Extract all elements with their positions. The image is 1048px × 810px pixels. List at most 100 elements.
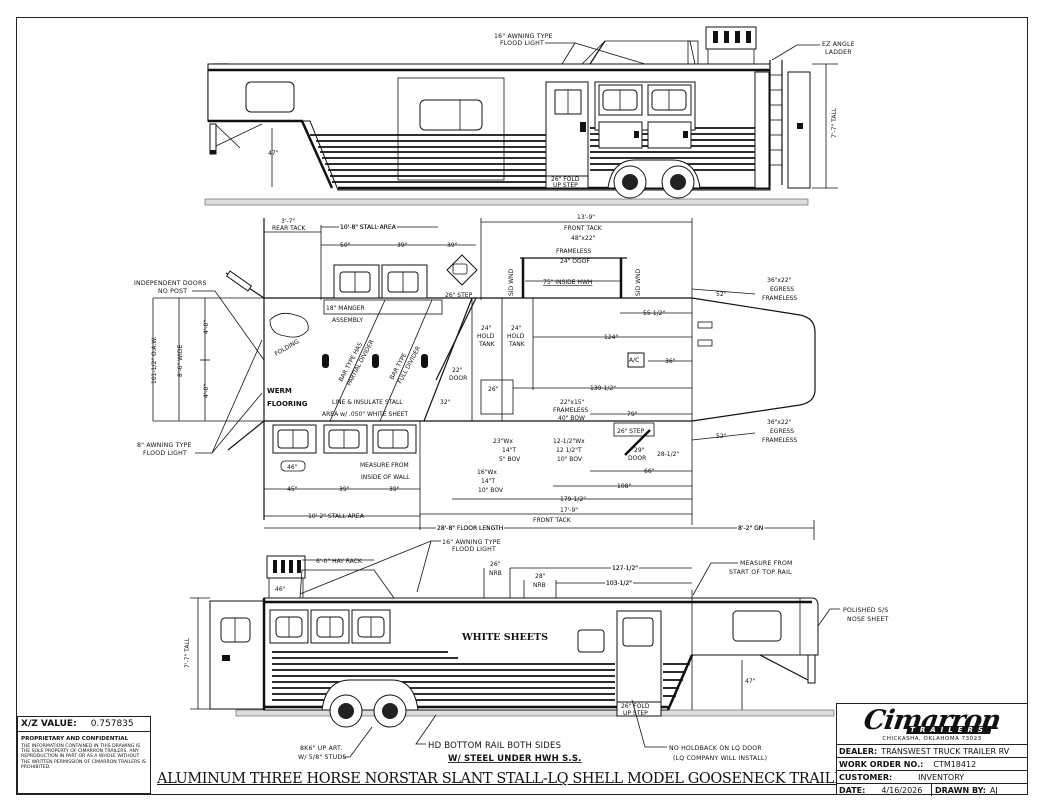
wide-label: 8'-0" WIDE: [177, 345, 184, 377]
dim-28-label: 28-1/2": [657, 451, 679, 458]
dim-139-label: 139-1/2": [590, 385, 616, 392]
date-label: DATE:: [839, 785, 866, 795]
bottom-rail-label: HD BOTTOM RAIL BOTH SIDES: [428, 741, 561, 751]
dealer-row: DEALER: TRANSWEST TRUCK TRAILER RV: [837, 745, 1027, 758]
dealer-label: DEALER:: [839, 746, 878, 756]
xz-value-block: X/Z VALUE: 0.757835 PROPRIETARY AND CONF…: [17, 716, 151, 794]
ogof-label: 24" OGOF: [560, 258, 590, 265]
dim-32-label: 32": [440, 399, 451, 406]
door-29-label: 29": [634, 447, 645, 454]
front-tack-dim: 13'-9": [577, 214, 595, 221]
side-window-label-left: SID WND: [508, 268, 515, 296]
dim-36-label: 36": [665, 358, 676, 365]
half-width-a: 4'-0": [203, 320, 210, 334]
nrb-label: NRB: [489, 570, 502, 577]
address: CHICKASHA, OKLAHOMA 73023: [837, 736, 1027, 745]
step-label: 26" FOLD: [551, 176, 580, 183]
polished-label: POLISHED S/S: [843, 607, 888, 614]
window-12w-label: 12-1/2"Wx: [553, 438, 585, 445]
awning-8-label-2: FLOOD LIGHT: [143, 450, 187, 457]
line-insulate-label-2: AREA w/ .050" WHITE SHEET: [322, 411, 408, 418]
frameless-label: FRAMELESS: [556, 248, 591, 255]
dim-26-label: 26": [488, 386, 499, 393]
nrb-28-label: 28": [535, 573, 546, 580]
logo-sub: TRAILERS: [906, 726, 992, 734]
hay-rack-label: 6'-0" HAY RACK: [316, 558, 363, 565]
awning-8-label: 8" AWNING TYPE: [137, 442, 192, 449]
stall-50-dim: 50": [340, 242, 351, 249]
work-order-label: WORK ORDER NO.:: [839, 759, 924, 769]
front-tack-label: FRONT TACK: [564, 225, 603, 232]
hold-tank-1-size: 24": [481, 325, 492, 332]
window-23w-label: 23"Wx: [493, 438, 513, 445]
hold-tank-2-label: HOLD: [507, 333, 525, 340]
dim-55-label: 55-1/2": [643, 310, 665, 317]
window-14t-label: 14"T: [502, 447, 516, 454]
hold-tank-2-size: 24": [511, 325, 522, 332]
egress-frameless-bottom: FRAMELESS: [762, 437, 797, 444]
customer-label: CUSTOMER:: [839, 772, 893, 782]
measure-from-label: MEASURE FROM: [360, 462, 409, 469]
ladder-label: EZ ANGLE: [822, 41, 855, 48]
xz-row: X/Z VALUE: 0.757835: [18, 717, 150, 732]
folding-label: FOLDING: [274, 338, 301, 358]
dim-103-bg: 103-1/2": [606, 580, 632, 587]
window-12t-label: 12 1/2"T: [556, 447, 582, 454]
dim-39c-label: 39": [339, 486, 350, 493]
egress-bottom: EGRESS: [770, 428, 794, 435]
proprietary-title: PROPRIETARY AND CONFIDENTIAL: [21, 736, 129, 742]
door-bottom-label: DOOR: [628, 455, 646, 462]
ground-strip-bottom: [235, 709, 835, 717]
axle-label: 8K6" UP ART.: [300, 745, 342, 752]
cimarron-logo: Cimarron TRAILERS: [837, 704, 1027, 736]
stall-area-top-label: 10'-8" STALL AREA: [340, 224, 397, 231]
top-tall-label: 7'-7" TALL: [831, 107, 838, 138]
bottom-rail-label-2: W/ STEEL UNDER HWH S.S.: [448, 754, 582, 764]
flooring-label: FLOORING: [267, 400, 308, 408]
independent-doors-label: INDEPENDENT DOORS: [134, 280, 207, 287]
date-cell: DATE: 4/16/2026: [837, 784, 932, 796]
dealer-value: TRANSWEST TRUCK TRAILER RV: [881, 746, 1010, 756]
awning-light-bottom-label: 16" AWNING TYPE: [442, 539, 501, 546]
work-order-row: WORK ORDER NO.: CTM18412: [837, 758, 1027, 771]
dim-52-top: 52": [716, 291, 727, 298]
dim-108-label: 108": [617, 483, 631, 490]
stall-area-bottom-label: 10'-2" STALL AREA: [308, 513, 365, 520]
hold-tank-1-label-2: TANK: [478, 341, 496, 348]
drawn-by-label: DRAWN BY:: [935, 785, 986, 795]
floor-length-bg: 28'-8" FLOOR LENGTH: [437, 525, 503, 532]
front-tack-dim-2: 17'-9": [560, 507, 578, 514]
dim-127-label: 127-1/2": [612, 565, 638, 572]
no-post-label: NO POST: [158, 288, 187, 295]
proprietary-text: The information contained in this drawin…: [21, 744, 146, 770]
window-10bov-label: 10" BOV: [478, 487, 504, 494]
bottom-side-view: WHITE SHEETS 47" 26: [184, 539, 888, 764]
half-width-b: 4'-0": [203, 384, 210, 398]
window-16w-label: 16"Wx: [477, 469, 497, 476]
dim-45-label: 45": [287, 486, 298, 493]
step-label-2: UP STEP: [553, 182, 578, 189]
bow-40-label: 40" BOW: [558, 415, 585, 422]
step-26-bottom-label: 26" STEP: [617, 428, 645, 435]
customer-row: CUSTOMER: INVENTORY: [837, 771, 1027, 784]
holdback-label: NO HOLDBACK ON LQ DOOR: [669, 745, 762, 752]
hold-tank-1-label: HOLD: [477, 333, 495, 340]
gn-label: 8'-2" GN: [738, 525, 763, 532]
drawn-by-value: AJ: [989, 785, 998, 795]
step-bottom-label: 26" FOLD: [621, 703, 650, 710]
manger-label: 18" MANGER: [326, 305, 365, 312]
ground-strip: [204, 198, 809, 206]
ladder-label-2: LADDER: [825, 49, 852, 56]
egress-size-bottom: 36"x22": [767, 419, 792, 426]
window-size-label: 48"x22": [571, 235, 596, 242]
stall-39b-dim: 39": [447, 242, 458, 249]
dim-46-label: 46": [287, 464, 298, 471]
inside-hwh-label: 75" INSIDE HWH: [543, 279, 592, 286]
front-tack-label-2: FRONT TACK: [533, 517, 572, 524]
dim-79-label: 79": [627, 411, 638, 418]
window-5bov-label: 5" BOV: [499, 456, 521, 463]
stall-39a-dim: 39": [397, 242, 408, 249]
werm-label: WERM: [267, 387, 292, 395]
dim-46-bottom-label: 46": [275, 586, 286, 593]
window-10bov-b-label: 10" BOV: [557, 456, 583, 463]
